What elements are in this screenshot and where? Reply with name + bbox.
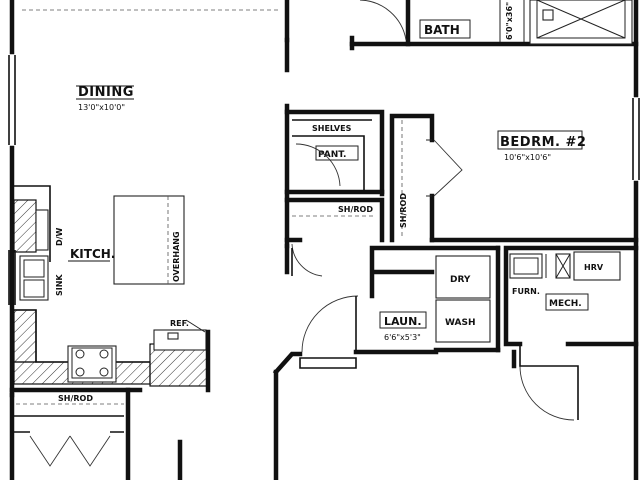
dryer-label: DRY <box>450 275 471 285</box>
sh-rod-entry-label: SH/ROD <box>58 394 93 403</box>
dishwasher-label: D/W <box>55 227 64 246</box>
pantry-door-swing <box>295 143 341 187</box>
bedroom2-dims: 10'6"x10'6" <box>504 153 551 162</box>
kitchen-island: OVERHANG <box>113 195 185 285</box>
laundry-door-swing <box>301 295 359 353</box>
laundry-label: LAUN. <box>384 315 422 328</box>
laundry-dims: 6'6"x5'3" <box>384 333 421 342</box>
sh-rod-hall-label: SH/ROD <box>338 205 373 214</box>
window-right-bedroom <box>632 98 640 180</box>
wall-entry-closet <box>125 387 183 480</box>
bedroom-2: BEDRM. #2 10'6"x10'6" <box>429 130 639 243</box>
hrv-label: HRV <box>584 263 604 272</box>
pantry: SHELVES PANT. <box>284 103 385 249</box>
lower-walls <box>272 349 517 480</box>
fridge-door-marker <box>167 332 179 340</box>
furnace-label: FURN. <box>512 287 540 296</box>
dishwasher <box>35 209 49 251</box>
range <box>67 345 117 383</box>
kitchen-counters: D/W SINK REF. KITCH. <box>13 185 209 387</box>
kitchen-label: KITCH. <box>70 247 115 261</box>
counter-upper-left <box>13 199 37 253</box>
dining-label: DINING <box>78 85 134 100</box>
counter-left-lower <box>13 309 37 363</box>
sh-rod-closet-label: SH/ROD <box>399 193 408 228</box>
wall-kitchen-right <box>9 329 211 393</box>
shelves-label: SHELVES <box>312 124 352 133</box>
fridge-label: REF. <box>170 319 189 328</box>
shower-fixture <box>542 9 554 21</box>
window-left-dining <box>8 55 16 145</box>
hall-closet: SH/ROD <box>284 197 385 277</box>
dining-room: DINING 13'0"x10'0" <box>76 85 134 112</box>
fridge <box>153 329 207 351</box>
washer <box>435 299 491 343</box>
entry-closet: SH/ROD <box>14 394 124 467</box>
mech-label: MECH. <box>549 299 582 309</box>
pantry-label: PANT. <box>318 150 346 160</box>
sink-label: SINK <box>55 274 64 296</box>
bath-label: BATH <box>424 23 460 37</box>
tub <box>529 0 633 45</box>
dining-dims: 13'0"x10'0" <box>78 103 125 112</box>
bath-door-swing <box>359 0 407 41</box>
sink <box>19 255 49 301</box>
laundry: DRY WASH LAUN. 6'6"x5'3" <box>301 245 501 353</box>
bedroom-closet: SH/ROD <box>389 113 463 243</box>
window-left-kitchen <box>8 250 16 305</box>
tub-label: 6'0"x36" TUB/SHWR <box>505 0 514 40</box>
exterior-walls <box>8 0 640 480</box>
bath-area: 6'0"x36" TUB/SHWR BATH <box>349 0 639 51</box>
overhang-label: OVERHANG <box>172 231 181 282</box>
bedroom2-label: BEDRM. #2 <box>500 135 586 150</box>
mech-door-swing <box>519 365 575 421</box>
mechanical: FURN. HRV MECH. <box>503 245 639 421</box>
dryer <box>435 255 491 299</box>
washer-label: WASH <box>445 318 476 328</box>
